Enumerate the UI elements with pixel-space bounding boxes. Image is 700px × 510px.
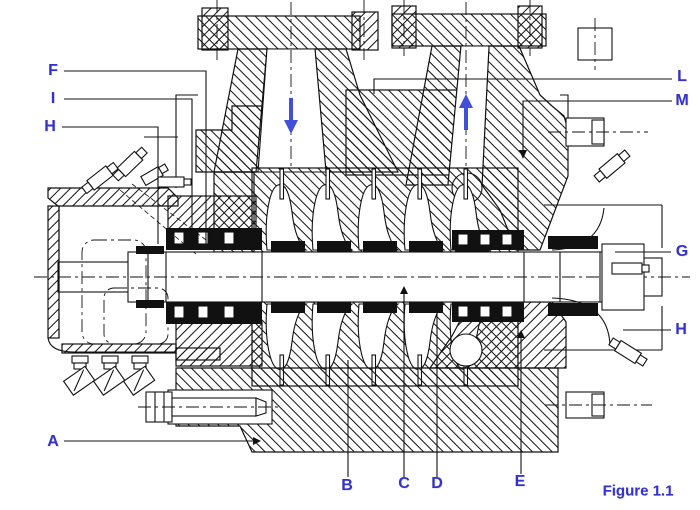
grease-fitting-icon bbox=[81, 161, 119, 195]
grease-fitting-icon bbox=[112, 146, 148, 182]
pump-shaft bbox=[34, 251, 690, 303]
callout-B: B bbox=[341, 477, 353, 494]
left-bearing-housing bbox=[47, 187, 221, 361]
grease-fitting-icon bbox=[608, 337, 648, 367]
callout-L: L bbox=[677, 68, 687, 85]
drain-plug-cluster-bottom-left bbox=[62, 355, 156, 396]
casing-bolt-right-top bbox=[548, 117, 648, 147]
bearing-ring bbox=[136, 300, 164, 308]
callout-G: G bbox=[675, 243, 689, 260]
suction-flow-arrow-icon bbox=[284, 98, 298, 134]
callout-H-left: H bbox=[44, 118, 56, 135]
oil-level-outline bbox=[103, 287, 169, 345]
callout-leader-lines bbox=[62, 70, 672, 477]
balance-drum-seal bbox=[452, 230, 524, 322]
callout-E: E bbox=[514, 473, 526, 490]
grease-fitting-icon bbox=[157, 176, 185, 188]
callout-C: C bbox=[398, 475, 410, 492]
drain-plug-icon bbox=[122, 355, 156, 396]
lower-passage bbox=[449, 333, 483, 367]
coupling-hub bbox=[601, 243, 645, 311]
drain-plug-icon bbox=[92, 355, 126, 396]
bearing-ring bbox=[136, 246, 164, 254]
callout-H-right: H bbox=[675, 321, 687, 338]
drain-plug-icon bbox=[62, 355, 96, 396]
figure-caption: Figure 1.1 bbox=[602, 482, 674, 500]
right-bearing-assembly bbox=[544, 18, 663, 419]
foundation-stud-bolt bbox=[138, 389, 282, 425]
callout-F: F bbox=[48, 62, 58, 79]
casing-bolt-right-bottom bbox=[545, 391, 652, 419]
grease-fitting-icon bbox=[593, 149, 631, 183]
discharge-flow-arrow-icon bbox=[459, 94, 473, 130]
callout-D: D bbox=[431, 475, 443, 492]
stuffing-box-left bbox=[166, 195, 262, 324]
callout-I: I bbox=[50, 90, 56, 107]
callout-A: A bbox=[47, 433, 59, 450]
suction-nozzle bbox=[197, 0, 399, 173]
grease-fitting-icon bbox=[611, 262, 643, 275]
callout-M: M bbox=[675, 92, 689, 109]
